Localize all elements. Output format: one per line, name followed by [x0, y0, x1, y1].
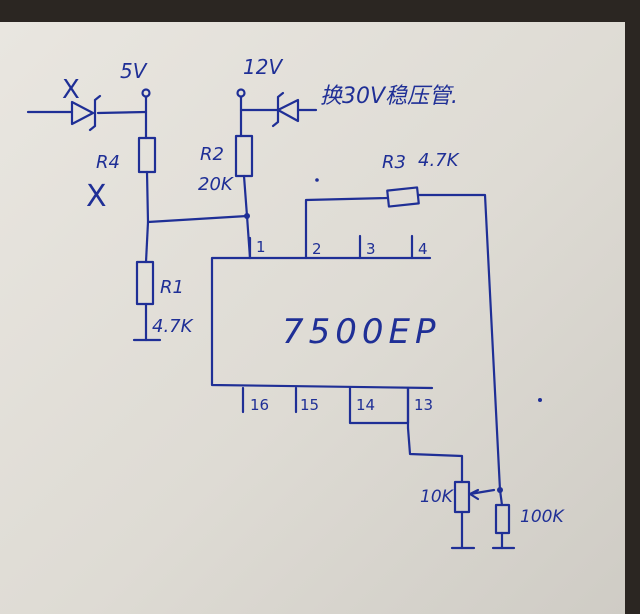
r4-bottom-wire [145, 170, 150, 224]
zener-note: 换30V稳压管. [320, 84, 458, 109]
ic-body [210, 256, 434, 390]
r100k-body [494, 503, 511, 535]
v12-label: 12V [243, 55, 283, 79]
junction-dot-wiper [497, 487, 503, 493]
r2-label: R2 [200, 144, 224, 165]
r3-body [386, 186, 420, 208]
v5-terminal [141, 88, 151, 98]
r2-body [234, 134, 254, 178]
pin-13-to-pot-wire [406, 426, 464, 484]
r100k-value: 100K [520, 507, 565, 527]
r2-bottom-wire [242, 174, 249, 218]
ic-label: 7500EP [282, 312, 441, 352]
pin-2-label: 2 [312, 240, 322, 258]
junction-dot-node [244, 213, 250, 219]
stray-dot [315, 178, 319, 182]
pin-1-label: 1 [256, 238, 266, 256]
stray-dot [538, 398, 542, 402]
r1-value: 4.7K [152, 316, 194, 337]
diode-to-5v-wire [96, 110, 148, 115]
pot-wiper [468, 488, 496, 501]
cross-mark-diode: X [62, 75, 80, 105]
r3-left-wire [304, 196, 390, 205]
pin-13-label: 13 [414, 396, 433, 414]
r1-top-wire [144, 220, 150, 264]
r1-body [135, 260, 155, 306]
r4-label: R4 [96, 152, 120, 173]
pin-16-label: 16 [250, 396, 269, 414]
diode-d1 [70, 94, 102, 132]
pin-3-label: 3 [366, 240, 376, 258]
pot-body [453, 480, 471, 514]
r3-label: R3 [382, 152, 406, 173]
v5-label: 5V [120, 59, 148, 83]
r1-label: R1 [160, 277, 184, 298]
node-wire [146, 214, 252, 260]
r3-value: 4.7K [418, 150, 460, 171]
paper-sheet [0, 22, 625, 614]
v12-terminal [236, 88, 246, 98]
r2-value: 20K [198, 174, 234, 195]
pin-14-label: 14 [356, 396, 375, 414]
pin-15-label: 15 [300, 396, 319, 414]
r3-right-wire [416, 193, 502, 492]
pot-value: 10K [420, 487, 455, 507]
r4-body [137, 136, 157, 174]
cross-mark-r4: X [86, 179, 107, 214]
pin-4-label: 4 [418, 240, 428, 258]
